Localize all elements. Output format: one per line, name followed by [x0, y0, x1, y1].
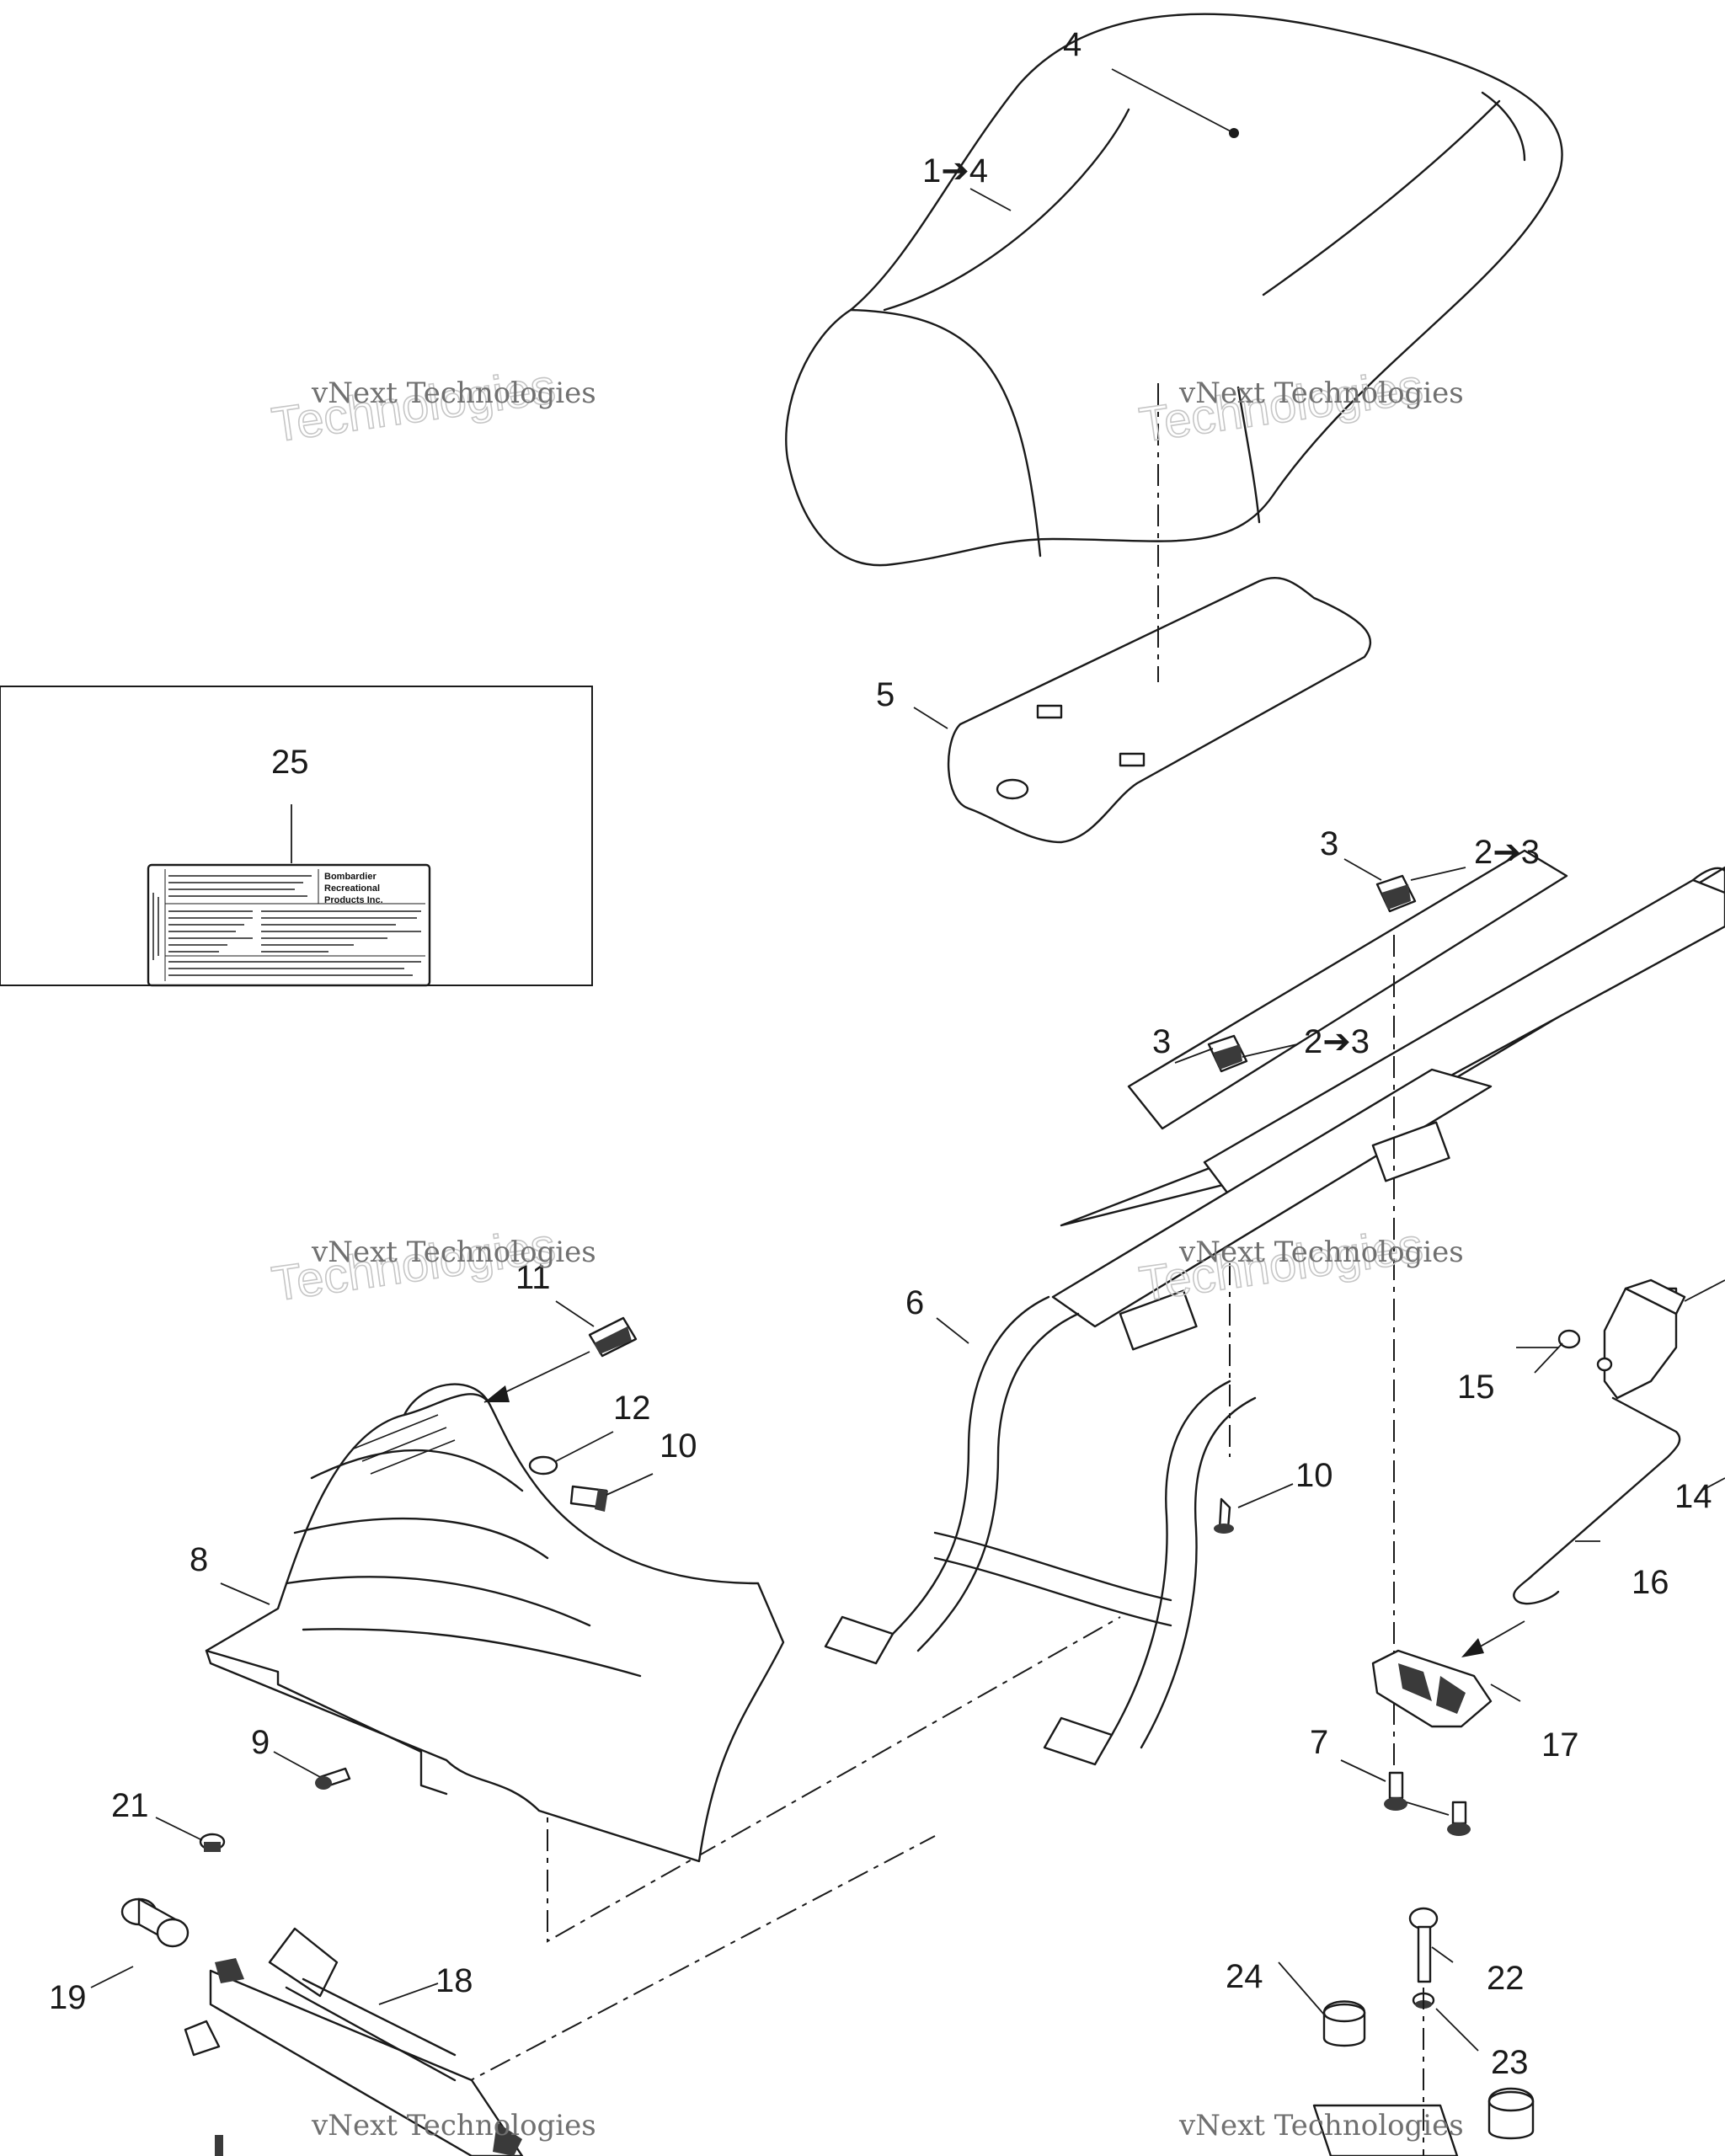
clip-bottom-left	[184, 2020, 223, 2156]
callout-1-4: 1➔4	[922, 152, 988, 189]
nut-11	[588, 1316, 638, 1358]
callout-10-left: 10	[660, 1428, 697, 1465]
bolt-10-left	[569, 1485, 608, 1512]
bushing-19	[120, 1897, 190, 1948]
callout-9: 9	[251, 1724, 270, 1761]
callout-15: 15	[1457, 1369, 1495, 1406]
nut-3-upper	[1375, 874, 1417, 913]
leader-lines	[90, 68, 1725, 2052]
watermark-text-1: vNext Technologies	[311, 376, 596, 410]
nut-21	[199, 1833, 226, 1852]
seat-base-plate	[947, 576, 1371, 844]
callout-12: 12	[613, 1390, 651, 1427]
frame-centerline-low	[454, 1835, 936, 2089]
seat-cover	[785, 13, 1563, 567]
bolt-10-right	[1214, 1497, 1234, 1534]
hinge-14	[1596, 1278, 1686, 1400]
callout-8: 8	[190, 1541, 208, 1578]
bumper-24b	[1487, 2087, 1535, 2140]
seat-reference-dot	[1229, 128, 1239, 138]
callout-19: 19	[49, 1979, 87, 2016]
callout-16: 16	[1632, 1564, 1669, 1601]
callout-18: 18	[435, 1962, 473, 1999]
callout-17: 17	[1541, 1726, 1579, 1764]
screw-7	[1384, 1771, 1471, 1836]
arrows	[483, 1351, 1525, 1657]
callout-24: 24	[1226, 1958, 1263, 1995]
washer-12	[528, 1455, 558, 1476]
bolt-22	[1408, 1907, 1439, 1983]
callout-5: 5	[876, 676, 895, 713]
callout-25: 25	[271, 744, 309, 781]
decal-brand-line-1: Bombardier	[324, 872, 377, 882]
cable-16	[1513, 1396, 1681, 1605]
decal-brand-line-3: Products Inc.	[324, 895, 383, 905]
callout-21: 21	[111, 1787, 149, 1824]
latch-17	[1371, 1649, 1493, 1728]
base-bottom-right	[1312, 2104, 1459, 2156]
watermark-text-3: vNext Technologies	[311, 1235, 596, 1269]
callout-3-lower: 3	[1152, 1023, 1171, 1060]
callout-23: 23	[1491, 2044, 1529, 2081]
callout-10-right: 10	[1295, 1457, 1333, 1494]
watermark-text-4: vNext Technologies	[1178, 1235, 1464, 1269]
bolt-9	[315, 1767, 351, 1790]
watermark-text-2: vNext Technologies	[1178, 376, 1464, 410]
callout-22: 22	[1487, 1960, 1525, 1997]
callout-11: 11	[515, 1259, 551, 1296]
callout-2-3-upper: 2➔3	[1474, 834, 1540, 871]
bumper-24	[1322, 2000, 1366, 2047]
decal-brand-line-2: Recreational	[324, 883, 380, 894]
bracket-18	[209, 1927, 524, 2156]
watermark-text-6: vNext Technologies	[1178, 2109, 1464, 2143]
emission-label-decal: Bombardier Recreational Products Inc.	[147, 863, 431, 987]
washer-15	[1557, 1329, 1581, 1349]
watermark-text-5: vNext Technologies	[311, 2109, 596, 2143]
callout-7: 7	[1310, 1724, 1328, 1761]
callout-6: 6	[905, 1284, 924, 1321]
callout-14: 14	[1674, 1478, 1712, 1515]
callout-2-3-lower: 2➔3	[1304, 1023, 1370, 1060]
rear-fender	[205, 1383, 785, 1863]
callout-labels: 4 1➔4 5 25 3 2➔3 3 2➔3 11 6 12 10 10 15 …	[49, 26, 1712, 2081]
callout-4: 4	[1063, 26, 1081, 63]
nut-3-lower	[1207, 1034, 1248, 1073]
frame	[824, 849, 1725, 1766]
callout-3-upper: 3	[1320, 825, 1338, 862]
